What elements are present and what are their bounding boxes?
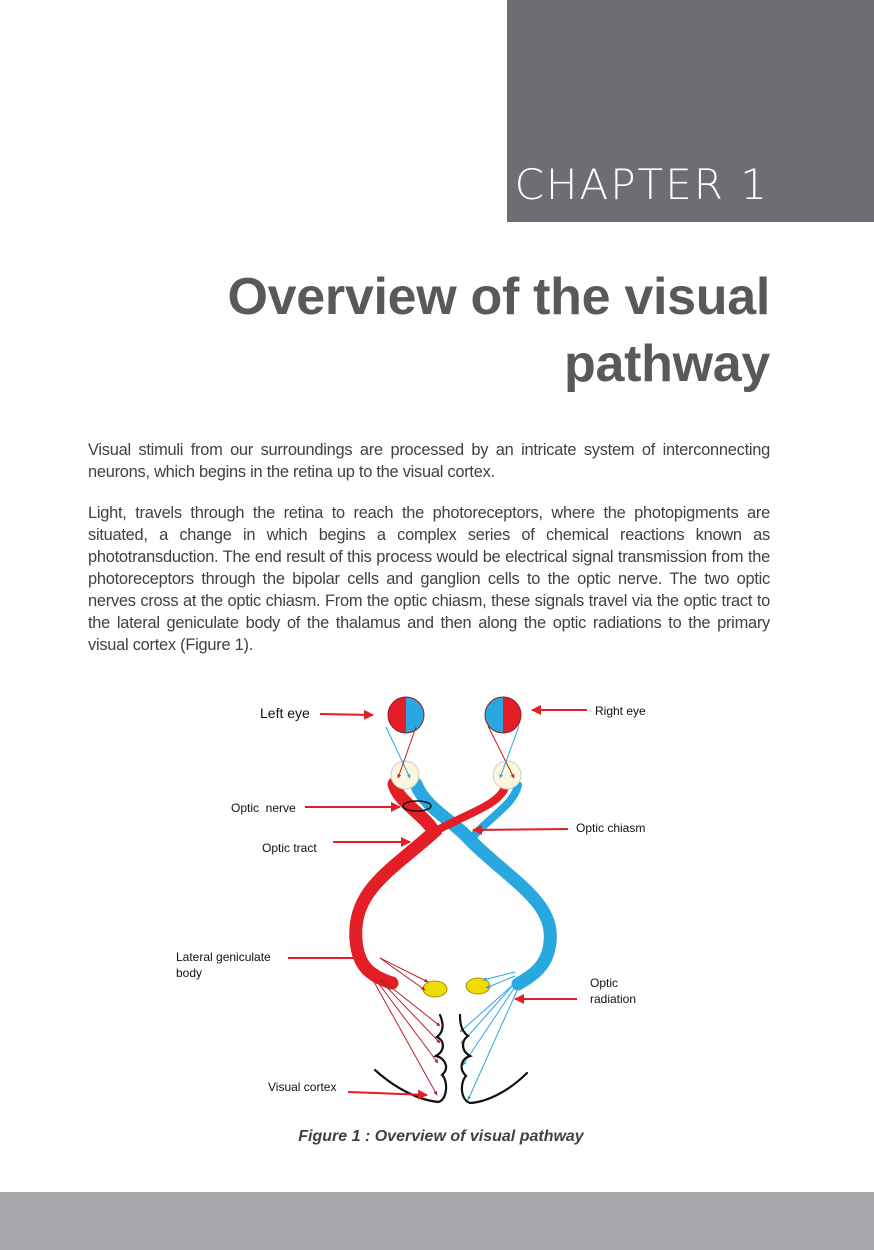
- left-lens-icon: [390, 760, 420, 790]
- blue-pathway: [409, 777, 557, 991]
- visual-pathway-diagram: [288, 696, 587, 1105]
- right-lens-icon: [492, 760, 522, 790]
- label-optic-chiasm: Optic chiasm: [576, 821, 646, 835]
- label-optic-radiation: Optic radiation: [590, 975, 636, 1007]
- label-optic-tract: Optic tract: [262, 841, 317, 855]
- chapter-header-box: CHAPTER 1: [507, 0, 874, 222]
- eye-rays: [385, 725, 520, 779]
- chapter-label: CHAPTER 1: [514, 160, 769, 209]
- label-radiation-line-1: Optic: [590, 976, 619, 990]
- footer-bar: [0, 1192, 874, 1250]
- visual-pathway-figure: Left eye Right eye Optic nerve Optic tra…: [170, 690, 660, 1120]
- body-paragraph-2: Light, travels through the retina to rea…: [88, 504, 770, 654]
- red-pathway: [349, 777, 510, 990]
- optic-radiation-lines: [372, 957, 521, 1101]
- label-radiation-line-2: radiation: [590, 992, 637, 1006]
- figure-caption: Figure 1 : Overview of visual pathway: [298, 1128, 584, 1145]
- chapter-title: Overview of the visual pathway: [30, 264, 771, 398]
- body-text: Visual stimuli from our surroundings are…: [88, 439, 770, 675]
- chapter-title-line-1: Overview of the visual: [227, 268, 771, 326]
- left-eye-icon: [387, 696, 425, 734]
- label-lgb-line-1: Lateral geniculate: [176, 950, 271, 964]
- label-visual-cortex: Visual cortex: [268, 1080, 337, 1094]
- label-right-eye: Right eye: [595, 704, 646, 718]
- body-paragraph-1: Visual stimuli from our surroundings are…: [88, 441, 770, 481]
- right-lgn-icon: [465, 977, 491, 995]
- label-arrows: [288, 705, 587, 1100]
- optic-nerve-marker-icon: [402, 800, 432, 812]
- chapter-title-line-2: pathway: [564, 335, 770, 393]
- label-optic-nerve: Optic nerve: [231, 801, 296, 815]
- label-lateral-geniculate-body: Lateral geniculate body: [176, 949, 271, 981]
- visual-cortex-outline: [373, 1013, 529, 1105]
- left-lgn-icon: [422, 980, 448, 998]
- label-left-eye: Left eye: [260, 705, 310, 721]
- label-lgb-line-2: body: [176, 966, 203, 980]
- right-eye-icon: [484, 696, 522, 734]
